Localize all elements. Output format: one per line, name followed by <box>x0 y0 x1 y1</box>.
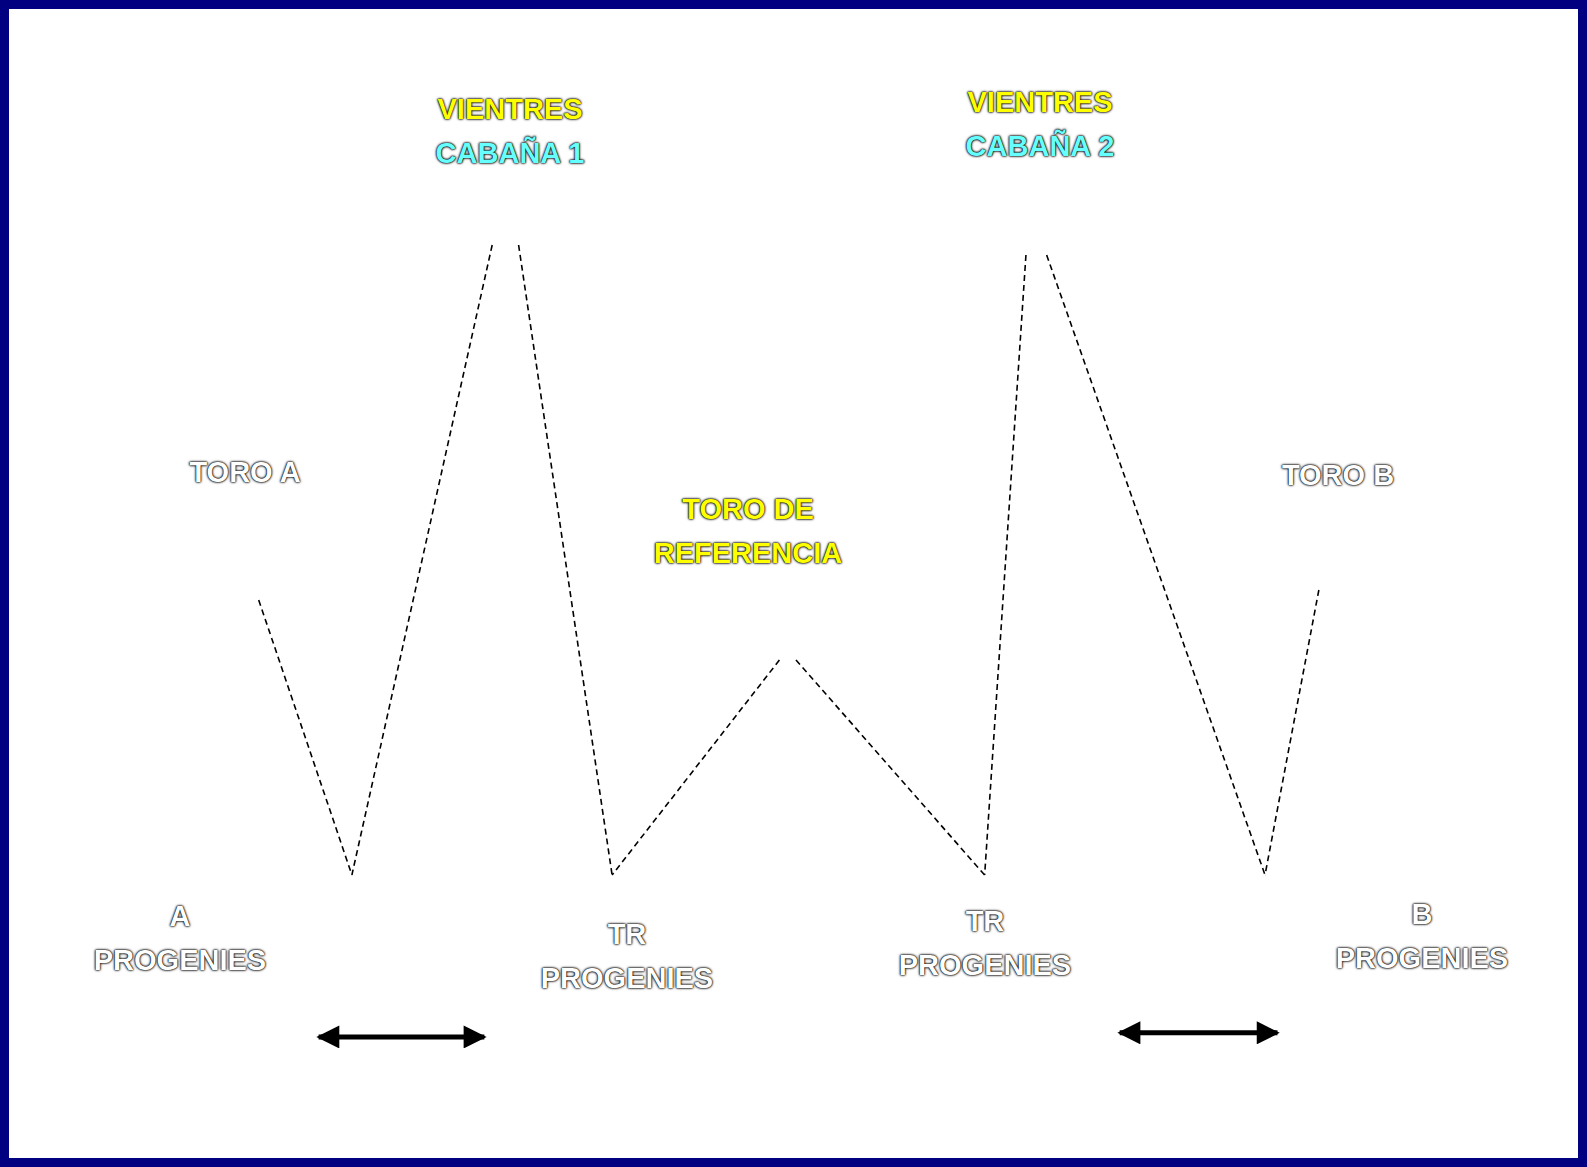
label-group: B PROGENIES <box>1322 893 1522 980</box>
node-label: VIENTRES <box>395 88 625 132</box>
node-label: TORO DE REFERENCIA <box>633 488 863 575</box>
bull-silhouette <box>30 875 400 1080</box>
mating-line <box>985 255 1026 875</box>
label-group: TR PROGENIES <box>527 913 727 1000</box>
label-group: TORO A <box>140 451 350 495</box>
bull-silhouette <box>70 395 440 600</box>
node-label: TR PROGENIES <box>885 900 1085 987</box>
label-group: A PROGENIES <box>80 895 280 982</box>
node-label: A PROGENIES <box>80 895 280 982</box>
mating-line <box>1047 255 1265 875</box>
node-label: CABAÑA 2 <box>925 125 1155 169</box>
mating-line <box>519 245 613 875</box>
mating-line <box>1265 590 1319 875</box>
node-label: TORO A <box>140 451 350 495</box>
animal-node: TR PROGENIES <box>835 875 1200 1080</box>
mating-line <box>612 660 779 875</box>
label-group: TORO DE REFERENCIA <box>633 488 863 575</box>
node-label: TR PROGENIES <box>527 913 727 1000</box>
animal-node: VIENTRESCABAÑA 1 <box>380 40 710 245</box>
node-label: VIENTRES <box>925 81 1155 125</box>
label-group: VIENTRESCABAÑA 1 <box>395 88 625 175</box>
animal-node: TORO B <box>1140 390 1505 590</box>
mating-line <box>259 600 352 875</box>
comparison-arrow <box>319 1034 485 1039</box>
label-group: TORO B <box>1233 454 1443 498</box>
animal-node: TR PROGENIES <box>415 875 780 1080</box>
label-group: TR PROGENIES <box>885 900 1085 987</box>
node-label: B PROGENIES <box>1322 893 1522 980</box>
animal-node: VIENTRESCABAÑA 2 <box>850 35 1195 255</box>
label-group: VIENTRESCABAÑA 2 <box>925 81 1155 168</box>
animal-node: TORO A <box>70 395 440 600</box>
node-label: TORO B <box>1233 454 1443 498</box>
animal-node: A PROGENIES <box>30 875 400 1080</box>
comparison-arrow <box>1120 1030 1278 1035</box>
animal-node: B PROGENIES <box>1210 875 1565 1080</box>
node-label: CABAÑA 1 <box>395 132 625 176</box>
mating-line <box>352 245 492 875</box>
mating-line <box>796 660 985 875</box>
animal-node: TORO DE REFERENCIA <box>560 340 1020 660</box>
bull-silhouette <box>1210 875 1565 1080</box>
